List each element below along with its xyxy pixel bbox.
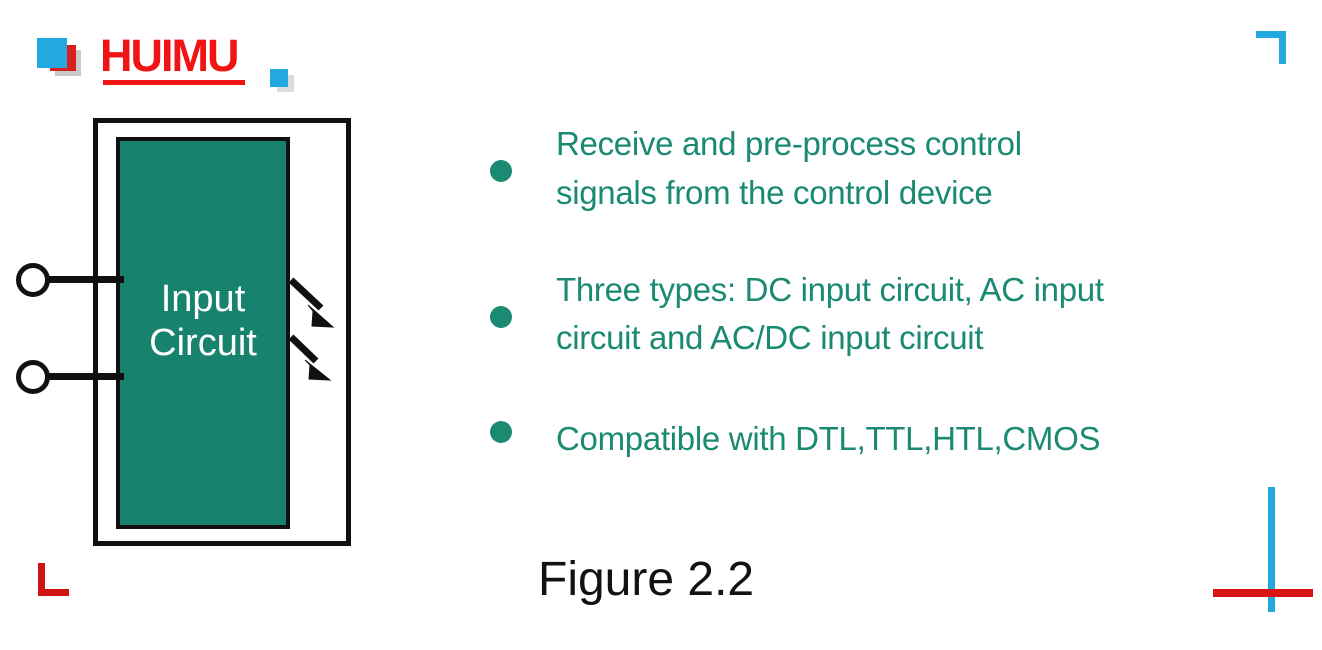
corner-mark-bottom-right-vertical-icon	[1268, 487, 1275, 612]
input-circuit-block	[116, 137, 290, 529]
list-item-text: Compatible with DTL,TTL,HTL,CMOS	[556, 420, 1101, 458]
logo-square-blue-icon	[37, 38, 67, 68]
corner-mark-bottom-left-icon	[38, 589, 69, 596]
logo-underline	[103, 80, 245, 85]
bullet-dot-icon	[490, 421, 512, 444]
logo-wordmark: HUIMU	[100, 30, 239, 81]
feature-bullet-list: Receive and pre-process control signals …	[490, 112, 1290, 464]
input-circuit-diagram: Input Circuit	[0, 0, 420, 650]
logo-mini-square-blue-icon	[270, 69, 288, 87]
terminal-circle-top-icon	[16, 263, 50, 297]
bullet-dot-icon	[490, 160, 512, 182]
figure-caption: Figure 2.2	[538, 553, 755, 606]
corner-mark-top-right-icon	[1256, 31, 1286, 38]
list-item-text: Receive and pre-process control signals …	[556, 125, 1022, 211]
input-circuit-block-label: Input Circuit	[149, 278, 257, 364]
list-item: Three types: DC input circuit, AC input …	[490, 266, 1290, 364]
huimu-logo: HUIMU	[0, 0, 320, 110]
terminal-circle-bottom-icon	[16, 360, 50, 394]
list-item: Compatible with DTL,TTL,HTL,CMOS	[490, 415, 1290, 464]
output-arrows-icon	[288, 277, 335, 381]
list-item-text: Three types: DC input circuit, AC input …	[556, 270, 1104, 357]
corner-mark-bottom-left-icon	[38, 563, 45, 596]
bullet-dot-icon	[490, 305, 512, 328]
corner-mark-top-right-icon	[1279, 31, 1286, 64]
terminal-lead-top	[48, 276, 124, 283]
corner-mark-bottom-right-horizontal-icon	[1213, 589, 1313, 597]
terminal-lead-bottom	[48, 373, 124, 380]
list-item: Receive and pre-process control signals …	[490, 120, 1290, 218]
